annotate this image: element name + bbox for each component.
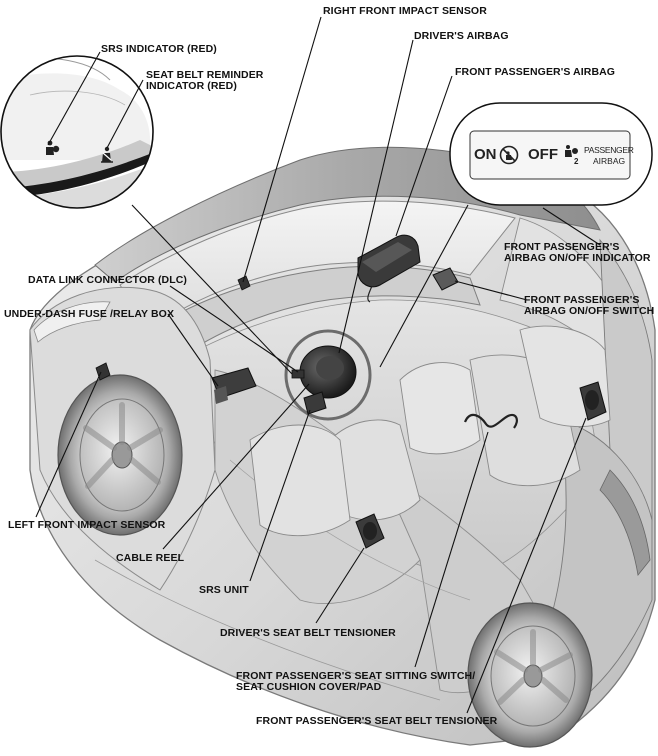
leader-seat-belt-reminder: [106, 79, 144, 149]
leader-drivers-tensioner: [315, 547, 365, 624]
leader-srs-unit: [249, 409, 311, 582]
leader-cable-reel: [162, 383, 310, 550]
label-data-link-connector: DATA LINK CONNECTOR (DLC): [28, 274, 188, 286]
label-passengers-seat-belt-tensioner: FRONT PASSENGER'S SEAT BELT TENSIONER: [256, 715, 498, 727]
drivers-seat-belt-tensioner-part: [355, 513, 385, 549]
passenger-seat-belt-tensioner-part: [579, 381, 607, 421]
front-left-wheel: [57, 374, 183, 536]
label-drivers-airbag: DRIVER'S AIRBAG: [414, 30, 509, 42]
leader-lines: [35, 16, 601, 714]
leader-seat-sitting-switch: [414, 431, 489, 668]
leader-right-front-impact-sensor: [242, 16, 322, 283]
leader-front-passengers-airbag: [395, 75, 453, 237]
label-seat-belt-reminder: SEAT BELT REMINDER INDICATOR (RED): [146, 69, 264, 92]
label-under-dash-fuse-box: UNDER-DASH FUSE /RELAY BOX: [4, 308, 175, 320]
leader-on-off-switch: [454, 280, 528, 301]
airbag-on-off-indicator-closeup: [449, 102, 653, 206]
label-srs-unit: SRS UNIT: [199, 584, 249, 596]
leader-left-front-impact-sensor: [35, 371, 102, 518]
leader-on-off-indicator: [542, 207, 601, 246]
leader-srs-indicator: [47, 51, 101, 146]
leader-drivers-airbag: [338, 39, 414, 354]
srs-indicator-closeup: [0, 55, 154, 209]
steering-wheel: [284, 329, 372, 421]
seat-belt-icon: [101, 146, 113, 163]
label-drivers-seat-belt-tensioner: DRIVER'S SEAT BELT TENSIONER: [220, 627, 396, 639]
indicator-on-text: ON: [474, 146, 497, 163]
rear-left-wheel: [467, 602, 593, 748]
label-seat-sitting-switch: FRONT PASSENGER'S SEAT SITTING SWITCH/ S…: [236, 670, 476, 693]
label-front-passengers-airbag: FRONT PASSENGER'S AIRBAG: [455, 66, 616, 78]
seat-sitting-switch-harness: [463, 413, 518, 429]
label-right-front-impact-sensor: RIGHT FRONT IMPACT SENSOR: [323, 5, 487, 17]
label-srs-indicator: SRS INDICATOR (RED): [101, 43, 217, 55]
indicator-off-text: OFF: [528, 146, 558, 163]
dlc-part: [291, 369, 305, 379]
leader-indicator-to-dash: [379, 204, 469, 368]
passenger-airbag-module: [357, 234, 421, 303]
srs-icon: [46, 140, 60, 155]
passenger-symbol-icon: [565, 145, 578, 157]
right-front-impact-sensor-part: [237, 275, 251, 291]
label-cable-reel: CABLE REEL: [116, 552, 185, 564]
leader-dlc: [169, 285, 299, 373]
label-airbag-on-off-switch: FRONT PASSENGER'S AIRBAG ON/OFF SWITCH: [524, 294, 655, 317]
leader-fuse-box: [167, 313, 219, 387]
label-airbag-on-off-indicator: FRONT PASSENGER'S AIRBAG ON/OFF INDICATO…: [504, 241, 651, 264]
driver-airbag-module: [299, 345, 357, 399]
leader-srs-closeup-to-dash: [131, 204, 293, 375]
label-left-front-impact-sensor: LEFT FRONT IMPACT SENSOR: [8, 519, 166, 531]
airbag-off-symbol: [499, 145, 519, 165]
fuse-relay-box-part: [211, 367, 257, 404]
indicator-passenger-text: PASSENGER: [584, 145, 634, 155]
srs-unit-part: [303, 391, 327, 415]
leader-passenger-tensioner: [466, 417, 587, 714]
indicator-off-subscript: 2: [574, 157, 579, 166]
indicator-airbag-text: AIRBAG: [593, 156, 626, 166]
